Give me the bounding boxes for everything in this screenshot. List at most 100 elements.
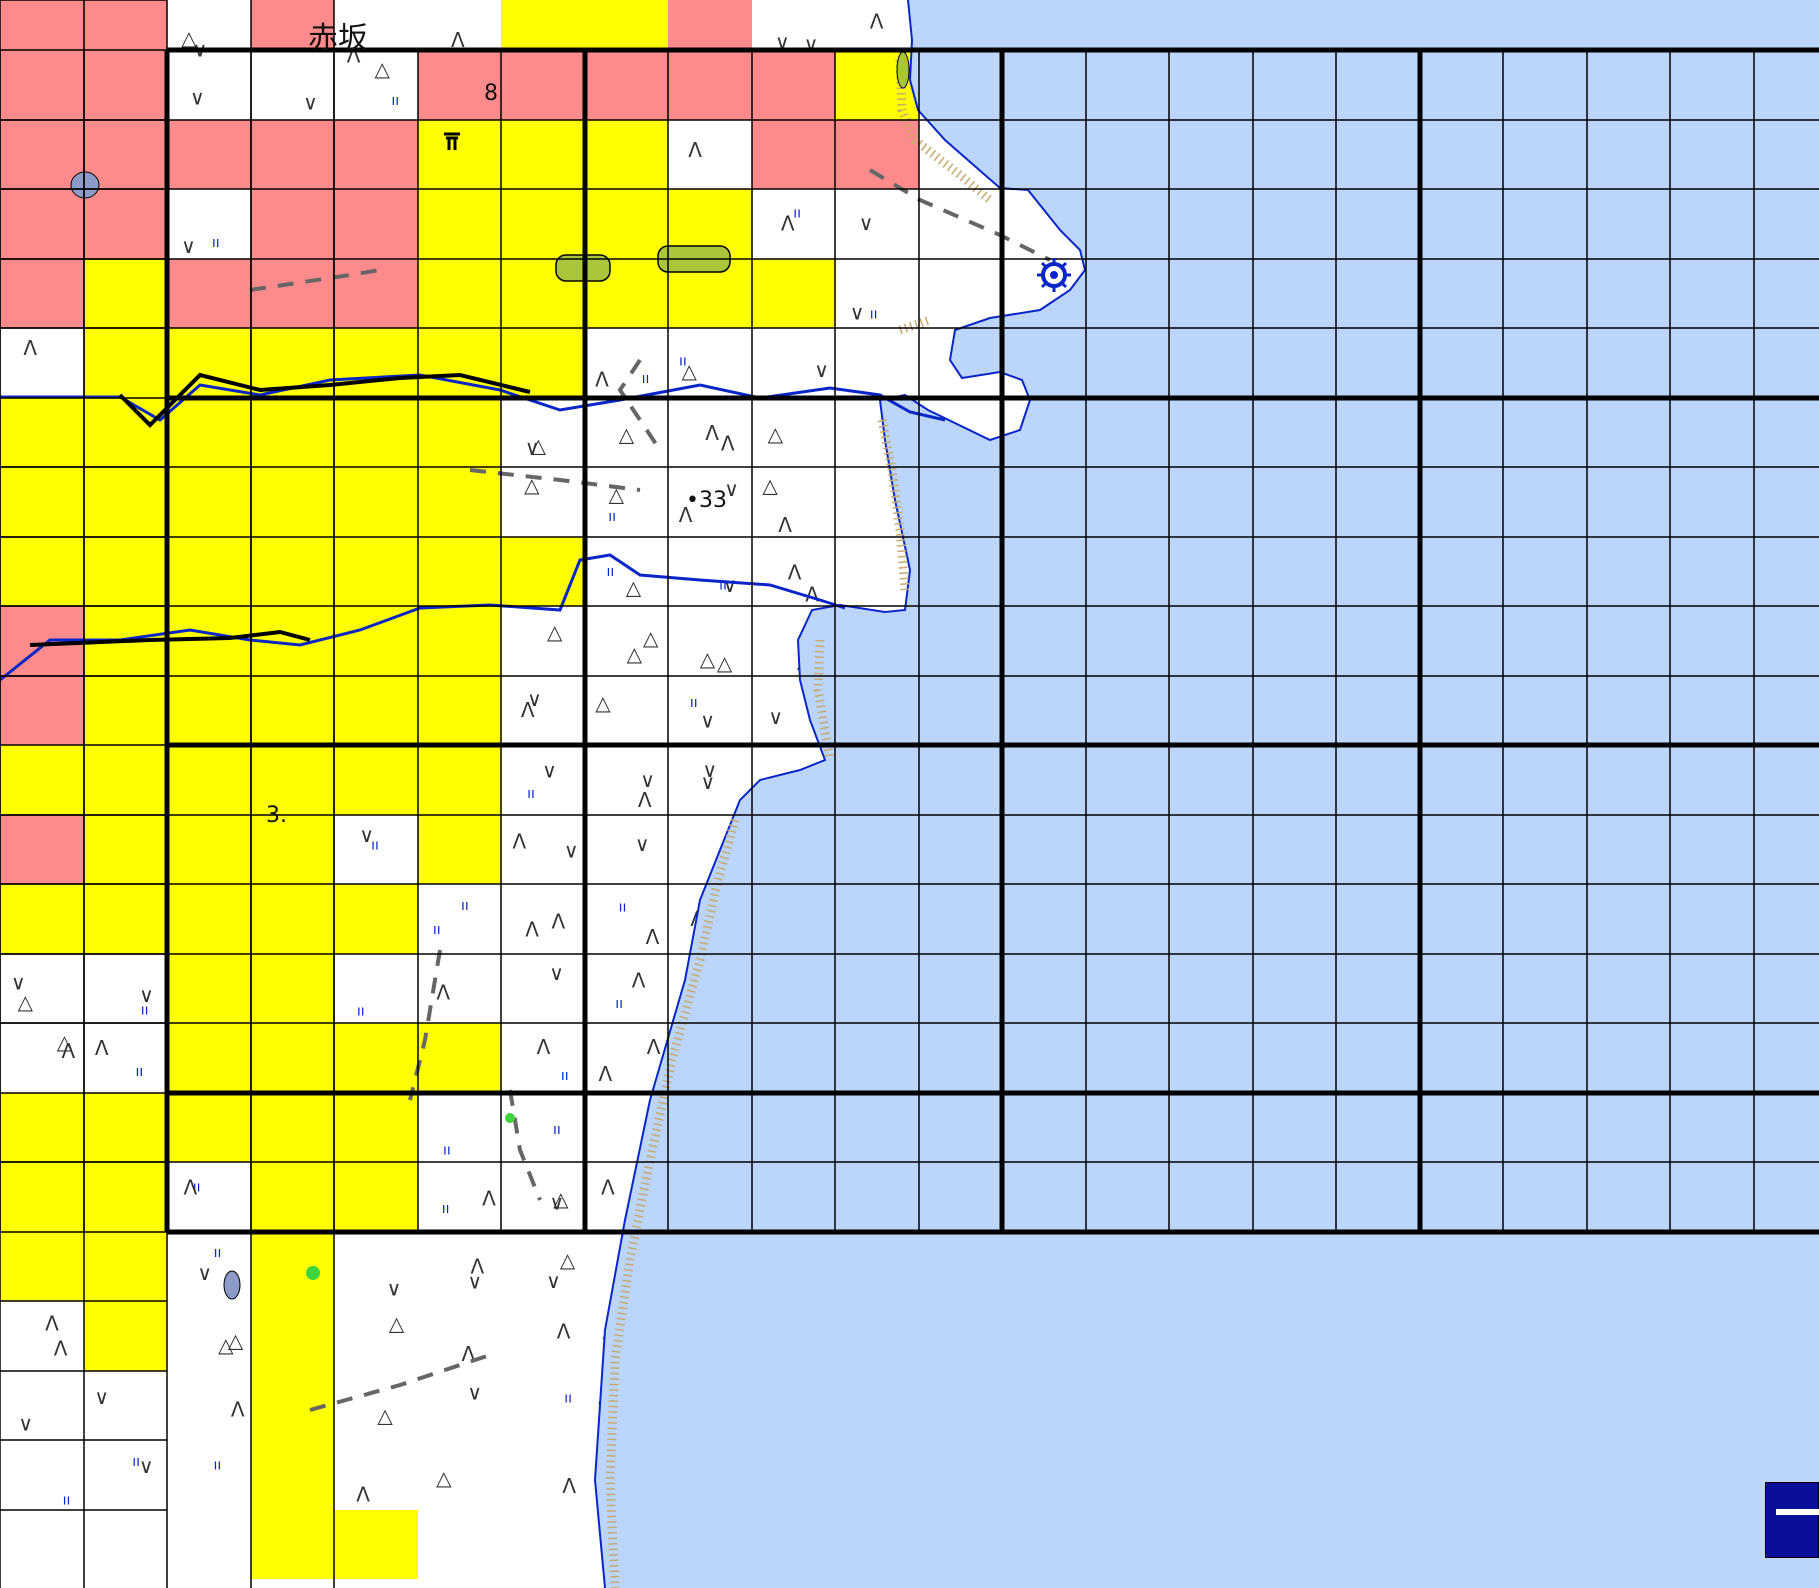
highlight-cell [84, 815, 167, 884]
rice-field-symbol: ıı [561, 1068, 569, 1084]
highlight-cell [167, 884, 251, 954]
highlight-cell [84, 537, 167, 606]
layer-toggle-button[interactable] [1765, 1482, 1819, 1558]
wasteland-symbol: Λ [557, 1319, 571, 1343]
highlight-cell [251, 1232, 334, 1301]
highlight-cell [84, 1162, 167, 1232]
orchard-symbol: △ [228, 1329, 244, 1353]
highlight-cell [334, 1162, 418, 1232]
rice-field-symbol: ıı [357, 1003, 365, 1019]
highlight-cell [334, 676, 418, 745]
lighthouse-icon[interactable] [1037, 258, 1071, 292]
wasteland-symbol: Λ [184, 1176, 198, 1200]
road-dash-7 [309, 1353, 491, 1412]
field-symbol: ∨ [700, 708, 715, 732]
highlight-cell [167, 537, 251, 606]
rice-field-symbol: ıı [391, 93, 399, 109]
rice-field-symbol: ıı [679, 353, 687, 369]
orchard-symbol: △ [762, 474, 778, 498]
highlight-cell [84, 1301, 167, 1371]
orchard-symbol: △ [627, 642, 643, 666]
highlight-cell [0, 1093, 84, 1162]
field-symbol: ∨ [564, 839, 579, 863]
highlight-cell [668, 50, 752, 120]
rice-field-symbol: ıı [193, 1179, 201, 1195]
field-symbol: ∨ [635, 832, 650, 856]
highlight-cell [0, 259, 84, 328]
orchard-symbol: △ [619, 422, 635, 446]
highlight-cell [167, 1023, 251, 1093]
wasteland-symbol: Λ [595, 368, 609, 392]
highlight-cell [84, 259, 167, 328]
highlight-cell [752, 259, 835, 328]
pond-2 [223, 1270, 241, 1300]
field-symbol: ∨ [181, 234, 196, 258]
highlight-cell [418, 676, 501, 745]
boundary-line [29, 372, 531, 647]
road-dash-6 [508, 1089, 542, 1201]
orchard-symbol: △ [768, 422, 784, 446]
highlight-cell [501, 120, 585, 189]
layer-toggle-icon [1776, 1509, 1819, 1515]
highlight-cell [251, 1162, 334, 1232]
field-symbol: ∨ [724, 477, 739, 501]
highlight-cell [167, 120, 251, 189]
highlight-cell [84, 50, 167, 120]
highlight-cell [84, 398, 167, 467]
highlight-cell [334, 398, 418, 467]
orchard-symbol: △ [626, 576, 642, 600]
highlight-cell [251, 954, 334, 1023]
field-symbol: ∨ [387, 1277, 402, 1301]
highlight-cell [334, 606, 418, 676]
highlight-cell [84, 0, 167, 50]
highlight-cell [418, 1023, 501, 1093]
highlight-cell [334, 1023, 418, 1093]
lighthouse-icon-center [1050, 271, 1058, 279]
rice-field-symbol: ıı [214, 1245, 222, 1261]
highlight-cell [251, 1093, 334, 1162]
orchard-symbol: △ [681, 359, 697, 383]
shrine-gate-icon-shape [444, 132, 460, 150]
highlight-cell [0, 1232, 84, 1301]
rice-field-symbol: ıı [564, 1390, 572, 1406]
highlight-cell [418, 398, 501, 467]
wasteland-symbol: Λ [601, 1175, 615, 1199]
field-symbol: ∨ [723, 573, 738, 597]
highlight-cell [418, 120, 501, 189]
highlight-cell [251, 676, 334, 745]
field-symbol: ∨ [546, 1269, 561, 1293]
coastline [593, 0, 1087, 1588]
highlight-cell [334, 120, 418, 189]
rice-field-symbol: ıı [443, 1142, 451, 1158]
wasteland-symbol: Λ [632, 968, 646, 992]
rice-field-symbol: ıı [719, 577, 727, 593]
elevation-label-33: •33 [686, 488, 727, 513]
highlight-cell [167, 815, 251, 884]
road-dash-1 [868, 168, 1051, 262]
highlight-cell [251, 1440, 334, 1510]
rice-field-symbol: ıı [527, 786, 535, 802]
wasteland-symbol: Λ [436, 980, 450, 1004]
field-symbol: ∨ [359, 823, 374, 847]
orchard-symbol: △ [18, 990, 34, 1014]
rice-field-symbol: ıı [212, 235, 220, 251]
orchard-symbol: △ [531, 434, 547, 458]
highlight-cell [84, 328, 167, 398]
wasteland-symbol: Λ [688, 138, 702, 162]
highlight-cell [501, 0, 585, 50]
orchard-symbol: △ [560, 1248, 576, 1272]
wasteland-symbol: Λ [62, 1039, 76, 1063]
field-symbol: ∨ [527, 687, 542, 711]
highlight-cell [84, 745, 167, 815]
highlight-cell [418, 50, 501, 120]
wasteland-symbol: Λ [231, 1398, 245, 1422]
highlight-cell [84, 884, 167, 954]
dashed-roads [249, 168, 1051, 1412]
road-dash-5 [408, 949, 442, 1101]
rice-field-symbol: ıı [136, 1064, 144, 1080]
orchard-symbol: △ [181, 26, 197, 50]
rice-field-symbol: ıı [63, 1493, 71, 1509]
highlight-cell [585, 189, 668, 259]
